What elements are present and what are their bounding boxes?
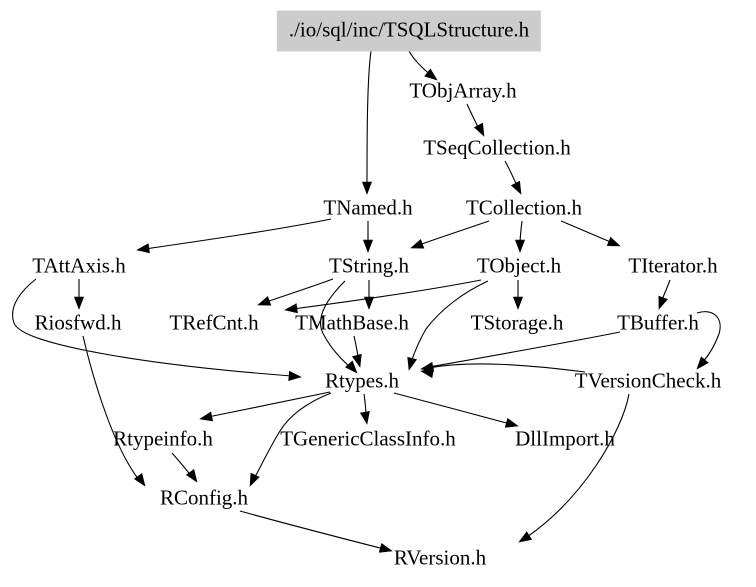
arrowhead-tcollection-to-titerator: [606, 236, 621, 247]
arrowhead-tattaxis-to-rtypes: [288, 370, 302, 381]
arrowhead-rtypes-to-rconfig: [249, 472, 260, 487]
arrowhead-tnamed-to-tstring: [362, 239, 374, 253]
arrowhead-root-to-tobjarray: [424, 68, 438, 81]
graph-node-tcollection[interactable]: TCollection.h: [465, 195, 583, 220]
graph-node-tattaxis[interactable]: TAttAxis.h: [32, 253, 126, 278]
arrowhead-root-to-tnamed: [361, 181, 373, 195]
arrowhead-tversioncheck-to-rversion: [518, 531, 533, 543]
edge-tbuffer-to-tversioncheck: [696, 311, 721, 364]
graph-node-tmathbase[interactable]: TMathBase.h: [295, 310, 409, 335]
edge-tcollection-to-titerator: [560, 220, 614, 244]
arrowhead-tobject-to-trefcnt: [284, 303, 298, 314]
graph-node-tversioncheck[interactable]: TVersionCheck.h: [574, 368, 722, 393]
arrowhead-tcollection-to-tobject: [514, 239, 526, 253]
graph-node-tgenericclassinfo[interactable]: TGenericClassInfo.h: [280, 426, 456, 451]
graph-node-tseqcollection[interactable]: TSeqCollection.h: [423, 135, 571, 160]
edge-riosfwd-to-rconfig: [82, 335, 140, 481]
arrowhead-tcollection-to-tstring: [410, 239, 425, 249]
edge-rtypes-to-rconfig: [253, 392, 332, 480]
edge-tcollection-to-tstring: [418, 220, 490, 246]
arrowhead-rtypes-to-dllimport: [504, 417, 519, 428]
graph-node-root[interactable]: ./io/sql/inc/TSQLStructure.h: [276, 10, 542, 52]
edge-tstring-to-rtypes: [320, 280, 352, 369]
edge-tversioncheck-to-rtypes: [428, 363, 586, 373]
graph-node-rtypes[interactable]: Rtypes.h: [324, 368, 400, 393]
edge-tobject-to-trefcnt: [292, 279, 482, 310]
arrowhead-tobjarray-to-tseqcollection: [473, 122, 485, 137]
arrowhead-titerator-to-tbuffer: [658, 295, 668, 310]
arrowhead-tattaxis-to-riosfwd: [73, 296, 85, 310]
graph-node-riosfwd[interactable]: Riosfwd.h: [34, 310, 122, 335]
arrowhead-tstring-to-rtypes: [345, 360, 358, 374]
edge-rconfig-to-rversion: [239, 510, 385, 550]
graph-node-dllimport[interactable]: DllImport.h: [515, 426, 615, 451]
graph-node-rconfig[interactable]: RConfig.h: [159, 485, 249, 510]
arrowhead-tseqcollection-to-tcollection: [510, 180, 522, 195]
graph-node-tobjarray[interactable]: TObjArray.h: [409, 78, 517, 103]
graph-node-tstorage[interactable]: TStorage.h: [470, 310, 564, 335]
arrowhead-tbuffer-to-tversioncheck: [696, 356, 709, 370]
arrowhead-tstring-to-tmathbase: [363, 296, 375, 310]
graph-node-rversion[interactable]: RVersion.h: [393, 545, 487, 570]
arrowhead-tobject-to-rtypes: [407, 356, 418, 371]
arrowhead-rtypes-to-rtypeinfo: [199, 411, 214, 422]
arrowhead-riosfwd-to-rconfig: [133, 473, 146, 487]
edge-tstring-to-trefcnt: [265, 278, 334, 303]
graph-node-tobject[interactable]: TObject.h: [476, 253, 562, 278]
arrowhead-tstring-to-trefcnt: [257, 296, 272, 306]
arrowhead-tmathbase-to-rtypes: [351, 353, 362, 368]
graph-node-rtypeinfo[interactable]: Rtypeinfo.h: [113, 426, 213, 451]
edge-rtypes-to-dllimport: [393, 392, 511, 425]
edge-tversioncheck-to-rversion: [526, 393, 630, 538]
arrowhead-rtypes-to-tgenericclassinfo: [359, 411, 370, 425]
graph-node-tbuffer[interactable]: TBuffer.h: [617, 310, 699, 335]
edge-root-to-tnamed: [366, 50, 372, 187]
graph-node-tnamed[interactable]: TNamed.h: [323, 195, 413, 220]
graph-node-trefcnt[interactable]: TRefCnt.h: [169, 310, 259, 335]
edge-tbuffer-to-rtypes: [428, 331, 621, 368]
graph-node-titerator[interactable]: TIterator.h: [628, 253, 718, 278]
edge-rtypes-to-rtypeinfo: [207, 391, 331, 418]
edge-tnamed-to-tattaxis: [144, 218, 332, 250]
edge-tattaxis-to-rtypes: [12, 278, 293, 377]
arrowhead-tobject-to-tstorage: [512, 296, 524, 310]
arrowhead-rconfig-to-rversion: [378, 542, 393, 553]
edge-tobject-to-rtypes: [410, 280, 489, 363]
arrowhead-tversioncheck-to-rtypes: [420, 368, 434, 379]
graph-node-tstring[interactable]: TString.h: [329, 253, 409, 278]
arrowhead-rtypeinfo-to-rconfig: [185, 469, 198, 483]
arrowhead-tnamed-to-tattaxis: [136, 243, 150, 254]
